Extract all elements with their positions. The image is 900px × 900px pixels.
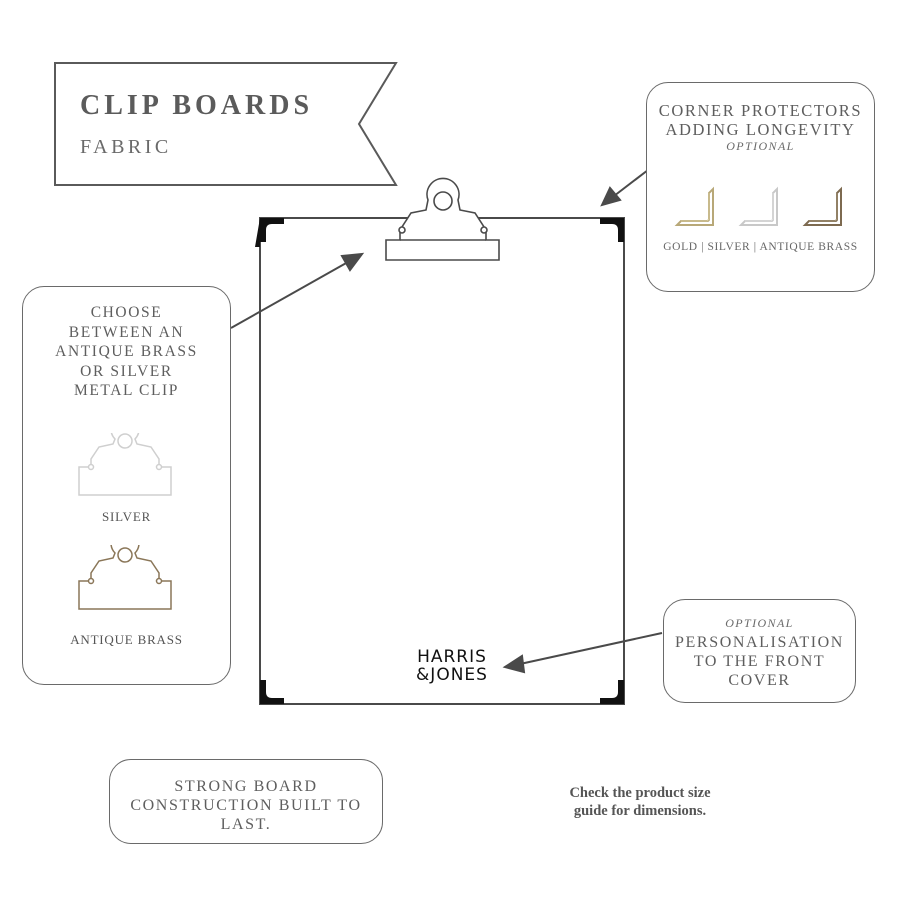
antique-brass-clip-label: ANTIQUE BRASS: [70, 632, 183, 647]
antique-brass-corner-icon: [802, 186, 842, 226]
personalisation-title: PERSONALISATION TO THE FRONT COVER: [664, 633, 855, 690]
personalisation-line2: TO THE FRONT: [693, 653, 826, 670]
clip-title-line1: CHOOSE: [90, 304, 163, 321]
construction-line3: LAST.: [220, 816, 272, 833]
corner-title-line1: CORNER PROTECTORS: [658, 101, 863, 120]
corner-title-line2: ADDING LONGEVITY: [665, 120, 856, 139]
clip-title-line5: METAL CLIP: [73, 382, 180, 399]
clip-title-line4: OR SILVER: [80, 362, 173, 380]
banner-title: CLIP BOARDS: [80, 90, 314, 121]
corner-protectors-callout: CORNER PROTECTORS ADDING LONGEVITY OPTIO…: [646, 82, 875, 292]
corner-options-label: GOLD | SILVER | ANTIQUE BRASS: [663, 241, 858, 253]
personalisation-optional-label: OPTIONAL: [725, 616, 794, 630]
construction-title: STRONG BOARD CONSTRUCTION BUILT TO LAST.: [110, 777, 382, 834]
arrows: [230, 169, 663, 674]
banner-shape: [54, 62, 398, 186]
clip-choice-callout: CHOOSE BETWEEN AN ANTIQUE BRASS OR SILVE…: [22, 286, 231, 685]
construction-callout: STRONG BOARD CONSTRUCTION BUILT TO LAST.: [109, 759, 383, 844]
silver-clip-label: SILVER: [101, 509, 152, 524]
title-banner: CLIP BOARDS FABRIC: [54, 62, 399, 187]
construction-line1: STRONG BOARD: [174, 778, 318, 795]
brand-logo: HARRIS &JONES: [392, 648, 512, 684]
corner-protector-swatches: [674, 186, 842, 226]
main-clip: [385, 177, 500, 261]
brand-line2: &JONES: [416, 665, 488, 685]
corner-optional-label: OPTIONAL: [726, 139, 795, 153]
brand-line1: HARRIS: [417, 647, 487, 667]
silver-corner-icon: [738, 186, 778, 226]
corner-protector-top-right: [600, 218, 624, 242]
size-note-line1: Check the product size: [569, 785, 711, 801]
personalisation-line3: COVER: [728, 672, 791, 689]
corner-protector-top-left-fill: [260, 218, 284, 242]
gold-corner-icon: [674, 186, 714, 226]
silver-clip-icon: [78, 433, 172, 496]
clip-choice-title: CHOOSE BETWEEN AN ANTIQUE BRASS OR SILVE…: [23, 303, 230, 401]
clip-title-line2: BETWEEN AN: [68, 323, 185, 341]
corner-protector-bottom-left: [260, 680, 284, 704]
personalisation-line1: PERSONALISATION: [675, 634, 844, 651]
banner-subtitle: FABRIC: [80, 136, 172, 158]
corner-protectors-title: CORNER PROTECTORS ADDING LONGEVITY: [647, 101, 874, 139]
antique-brass-clip-icon: [78, 545, 172, 610]
personalisation-callout: OPTIONAL PERSONALISATION TO THE FRONT CO…: [663, 599, 856, 703]
size-guide-note: Check the product size guide for dimensi…: [540, 784, 740, 820]
clip-title-line3: ANTIQUE BRASS: [55, 343, 198, 360]
size-note-line2: guide for dimensions.: [573, 803, 707, 819]
corner-protector-bottom-right: [600, 680, 624, 704]
construction-line2: CONSTRUCTION BUILT TO: [130, 797, 362, 814]
clipboard-board: [259, 217, 625, 705]
